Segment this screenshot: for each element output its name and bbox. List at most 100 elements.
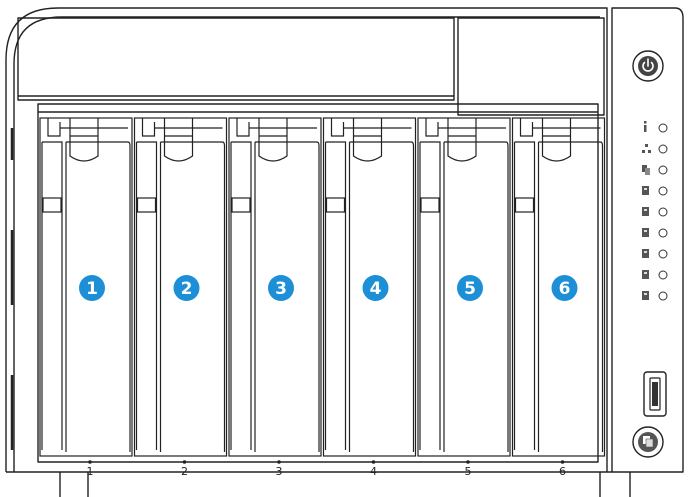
drive-tray-latch[interactable] — [236, 118, 250, 137]
bay-number: 1 — [86, 279, 98, 299]
drive-tray-handle[interactable] — [230, 141, 252, 450]
drive-tray-front — [66, 141, 131, 452]
led-light — [658, 186, 668, 196]
led-indicator — [642, 228, 668, 238]
power-icon — [642, 58, 654, 72]
chassis-outline — [5, 7, 608, 472]
drive-tray-2[interactable] — [133, 117, 228, 457]
drive-tray-front — [349, 141, 415, 452]
bay-number: 4 — [370, 279, 382, 299]
led-light — [658, 144, 668, 154]
drive-tray-latch[interactable] — [330, 118, 345, 137]
disk-6-icon — [642, 291, 649, 300]
bay-label: 2 — [181, 465, 188, 478]
drive-tray-handle-grip — [420, 197, 440, 213]
led-light — [658, 165, 668, 175]
disk-1-icon — [642, 186, 649, 195]
drive-tray-handle-grip — [514, 197, 535, 213]
drive-tray-1[interactable] — [39, 117, 133, 457]
led-light — [658, 249, 668, 259]
bay-status-dot — [277, 460, 281, 464]
drive-tray-handle[interactable] — [41, 141, 63, 450]
led-indicator — [644, 121, 668, 133]
drive-tray-handle-grip — [136, 197, 157, 213]
drive-tray-4[interactable] — [322, 117, 417, 457]
bay-number-badge — [457, 275, 483, 301]
drive-tray-lock-tab[interactable] — [541, 118, 572, 162]
drive-tray-front — [444, 141, 509, 452]
led-indicator — [642, 249, 668, 259]
drive-tray-5[interactable] — [417, 117, 511, 457]
copy-button[interactable] — [632, 426, 664, 458]
led-light — [658, 207, 668, 217]
power-button[interactable] — [632, 50, 664, 82]
led-indicator — [642, 144, 668, 154]
disk-4-icon — [642, 249, 649, 258]
drive-tray-latch[interactable] — [519, 118, 534, 137]
drive-tray-outline — [228, 117, 322, 457]
bay-label: 1 — [87, 465, 94, 478]
drive-tray-latch[interactable] — [425, 118, 439, 137]
bay-status-dot — [88, 460, 92, 464]
control-panel-outline — [611, 7, 684, 473]
drive-tray-lock-tab[interactable] — [352, 118, 383, 162]
drive-tray-outline — [511, 117, 606, 457]
usb-port[interactable] — [643, 371, 667, 417]
led-indicator — [642, 291, 668, 301]
drive-tray-lock-tab[interactable] — [447, 118, 477, 162]
status-icon — [644, 125, 647, 132]
drive-tray-handle-grip — [325, 197, 346, 213]
drive-tray-latch[interactable] — [141, 118, 156, 137]
bay-number-badge — [551, 275, 578, 301]
bay-label: 6 — [559, 465, 566, 478]
drive-tray-handle[interactable] — [513, 141, 536, 450]
drive-tray-front — [538, 141, 604, 452]
drive-tray-lock-tab[interactable] — [163, 118, 194, 162]
drive-tray-front — [255, 141, 320, 452]
copy-icon — [642, 165, 650, 175]
drive-tray-lock-tab[interactable] — [258, 118, 288, 162]
drive-tray-outline — [417, 117, 511, 457]
bay-number-badge — [79, 275, 105, 301]
drive-tray-outline — [322, 117, 417, 457]
top-right-panel — [457, 17, 605, 116]
led-light — [658, 291, 668, 301]
bay-number-badge — [173, 275, 200, 301]
bay-label: 3 — [276, 465, 283, 478]
drive-tray-handle[interactable] — [324, 141, 347, 450]
bay-number: 2 — [181, 279, 193, 299]
chassis-inner-outline — [13, 16, 600, 472]
bay-status-dot — [182, 460, 187, 464]
disk-5-icon — [642, 270, 649, 279]
drive-tray-handle-grip — [231, 197, 251, 213]
led-light — [658, 123, 668, 133]
led-indicator — [642, 270, 668, 280]
led-indicator — [642, 165, 668, 175]
drive-tray-front — [160, 141, 226, 452]
drive-tray-handle-grip — [42, 197, 62, 213]
led-indicator — [642, 186, 668, 196]
drive-tray-3[interactable] — [228, 117, 322, 457]
disk-3-icon — [642, 228, 649, 237]
network-icon — [642, 144, 651, 153]
drive-tray-handle[interactable] — [419, 141, 441, 450]
copy-icon — [643, 436, 654, 448]
drive-tray-latch[interactable] — [47, 118, 61, 137]
bay-label: 5 — [465, 465, 472, 478]
led-indicator — [642, 207, 668, 217]
led-indicator-column — [642, 121, 668, 301]
drive-cage-outline — [37, 103, 599, 463]
bay-label: 4 — [370, 465, 377, 478]
bay-status-dot — [466, 460, 470, 464]
bay-status-dot — [371, 460, 376, 464]
drive-bays — [39, 117, 606, 457]
top-left-panel — [17, 17, 455, 101]
led-light — [658, 228, 668, 238]
bay-status-dot — [560, 460, 565, 464]
drive-tray-handle[interactable] — [135, 141, 158, 450]
drive-tray-lock-tab[interactable] — [69, 118, 99, 162]
drive-tray-6[interactable] — [511, 117, 606, 457]
led-light — [658, 270, 668, 280]
